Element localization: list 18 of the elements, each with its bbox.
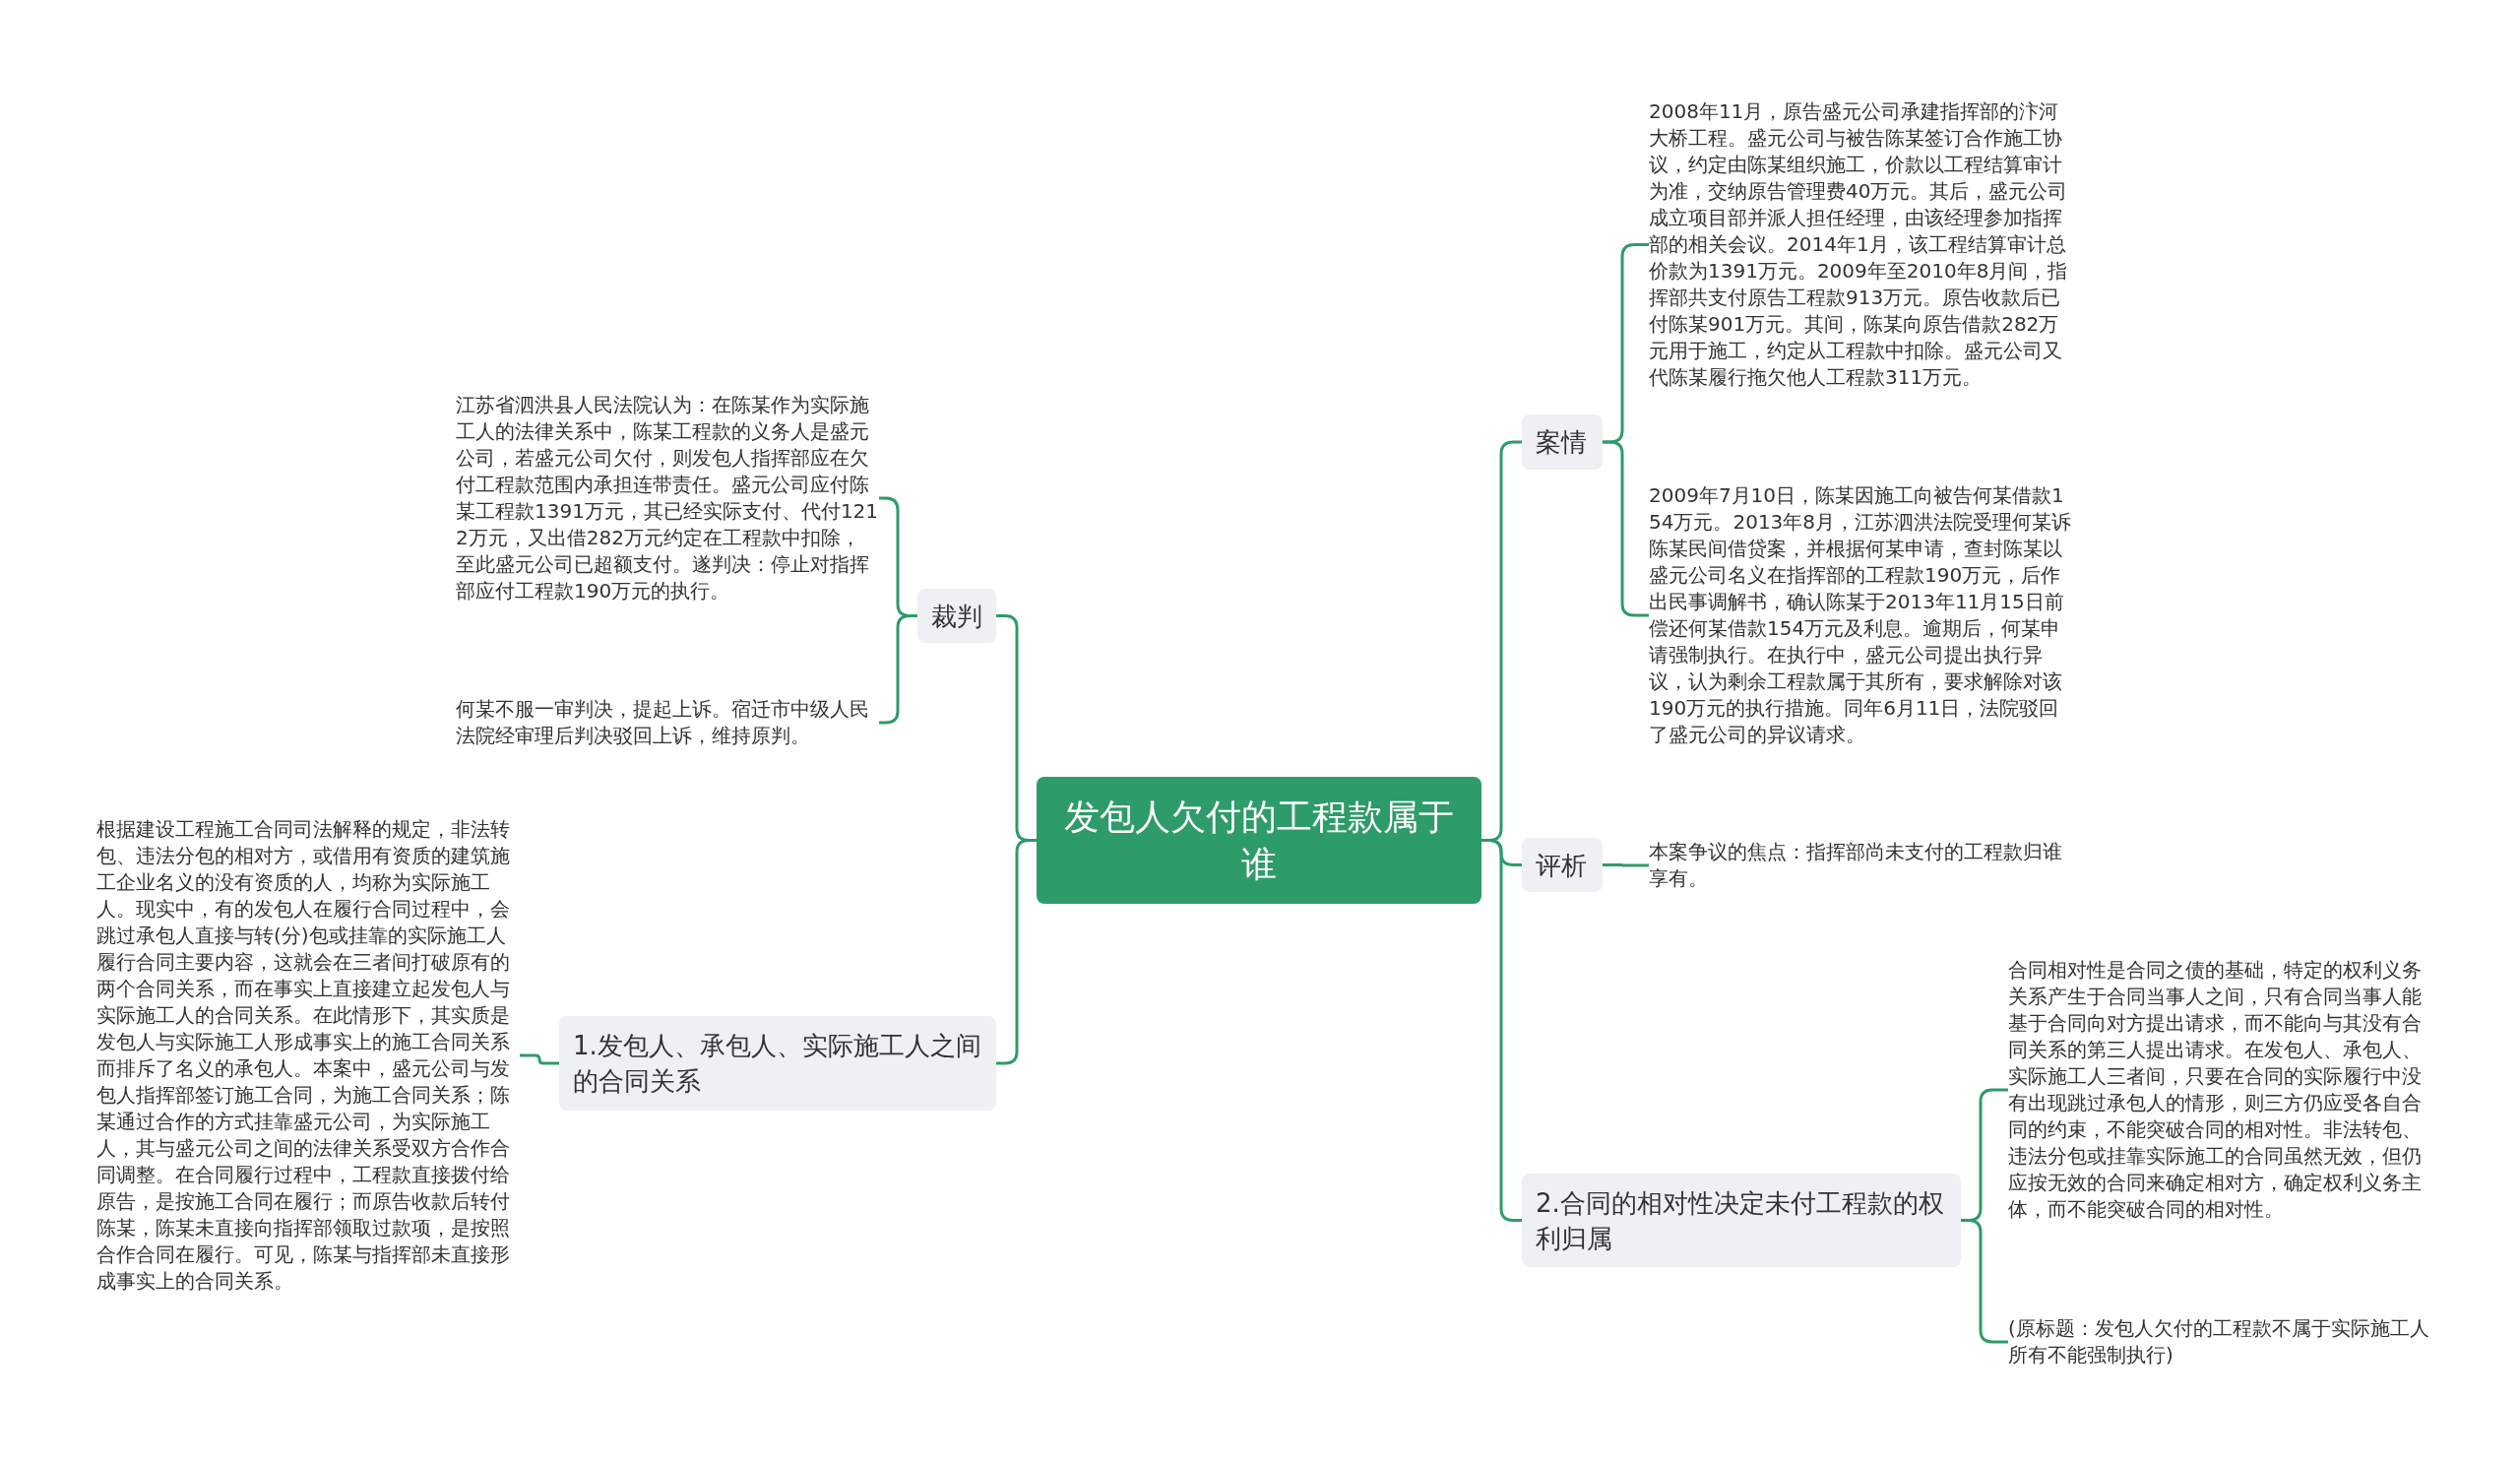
note-text: 2009年7月10日，陈某因施工向被告何某借款154万元。2013年8月，江苏泗洪法院受理何某诉陈某民间借贷案，并根据何某申请，查封陈某以盛元公司名义在指挥部的工程款190万元，后作出民事调解书，确认陈某于2013年11月15日前偿还何某借款154万元及利息。逾期后，何某申请强制执行。在执行中，盛元公司提出执行异议，认为剩余工程款属于其所有，要求解除对该190万元的执行措施。同年6月11日，法院驳回了盛元公司的异议请求。 — [1649, 482, 2072, 748]
branch-box: 评析 — [1522, 838, 1603, 892]
branch-box: 1.发包人、承包人、实际施工人之间的合同关系 — [559, 1016, 996, 1111]
topic-box: 发包人欠付的工程款属于谁 — [1037, 777, 1481, 904]
connector-line — [1481, 839, 1522, 1222]
connector-line — [520, 1053, 559, 1065]
connector-line — [996, 839, 1037, 1065]
note-text: 根据建设工程施工合同司法解释的规定，非法转包、违法分包的相对方，或借用有资质的建筑施工企业名义的没有资质的人，均称为实际施工人。现实中，有的发包人在履行合同过程中，会跳过承包人直接与转(分)包或挂靠的实际施工人履行合同主要内容，这就会在三者间打破原有的两个合同关系，而在事实上直接建立起发包人与实际施工人的合同关系。在此情形下，其实质是发包人与实际施工人形成事实上的施工合同关系而排斥了名义的承包人。本案中，盛元公司与发包人指挥部签订施工合同，为施工合同关系；陈某通过合作的方式挂靠盛元公司，为实际施工人，其与盛元公司之间的法律关系受双方合作合同调整。在合同履行过程中，工程款直接拨付给原告，是按施工合同在履行；而原告收款后转付陈某，陈某未直接向指挥部领取过款项，是按照合作合同在履行。可见，陈某与指挥部未直接形成事实上的合同关系。 — [96, 816, 520, 1295]
note-text: 江苏省泗洪县人民法院认为：在陈某作为实际施工人的法律关系中，陈某工程款的义务人是盛元公司，若盛元公司欠付，则发包人指挥部应在欠付工程款范围内承担连带责任。盛元公司应付陈某工程款1391万元，其已经实际支付、代付1212万元，又出借282万元约定在工程款中扣除，至此盛元公司已超额支付。遂判决：停止对指挥部应付工程款190万元的执行。 — [456, 392, 879, 605]
note-text: 合同相对性是合同之债的基础，特定的权利义务关系产生于合同当事人之间，只有合同当事人能基于合同向对方提出请求，而不能向与其没有合同关系的第三人提出请求。在发包人、承包人、实际施工人三者间，只要在合同的实际履行中没有出现跳过承包人的情形，则三方仍应受各自合同的约束，不能突破合同的相对性。非法转包、违法分包或挂靠实际施工的合同虽然无效，但仍应按无效的合同来确定相对方，确定权利义务主体，而不能突破合同的相对性。 — [2008, 957, 2431, 1223]
note-text: 2008年11月，原告盛元公司承建指挥部的汴河大桥工程。盛元公司与被告陈某签订合作施工协议，约定由陈某组织施工，价款以工程结算审计为准，交纳原告管理费40万元。其后，盛元公司成立项目部并派人担任经理，由该经理参加指挥部的相关会议。2014年1月，该工程结算审计总价款为1391万元。2009年至2010年8月间，指挥部共支付原告工程款913万元。原告收款后已付陈某901万元。其间，陈某向原告借款282万元用于施工，约定从工程款中扣除。盛元公司又代陈某履行拖欠他人工程款311万元。 — [1649, 98, 2072, 391]
note-text: 本案争议的焦点：指挥部尚未支付的工程款归谁享有。 — [1649, 839, 2072, 892]
note-text: (原标题：发包人欠付的工程款不属于实际施工人所有不能强制执行) — [2008, 1315, 2431, 1369]
branch-box: 2.合同的相对性决定未付工程款的权利归属 — [1522, 1174, 1961, 1267]
note-text: 何某不服一审判决，提起上诉。宿迁市中级人民法院经审理后判决驳回上诉，维持原判。 — [456, 696, 879, 749]
connector-line — [1603, 863, 1649, 867]
branch-box: 案情 — [1522, 414, 1603, 470]
branch-box: 裁判 — [917, 589, 996, 643]
